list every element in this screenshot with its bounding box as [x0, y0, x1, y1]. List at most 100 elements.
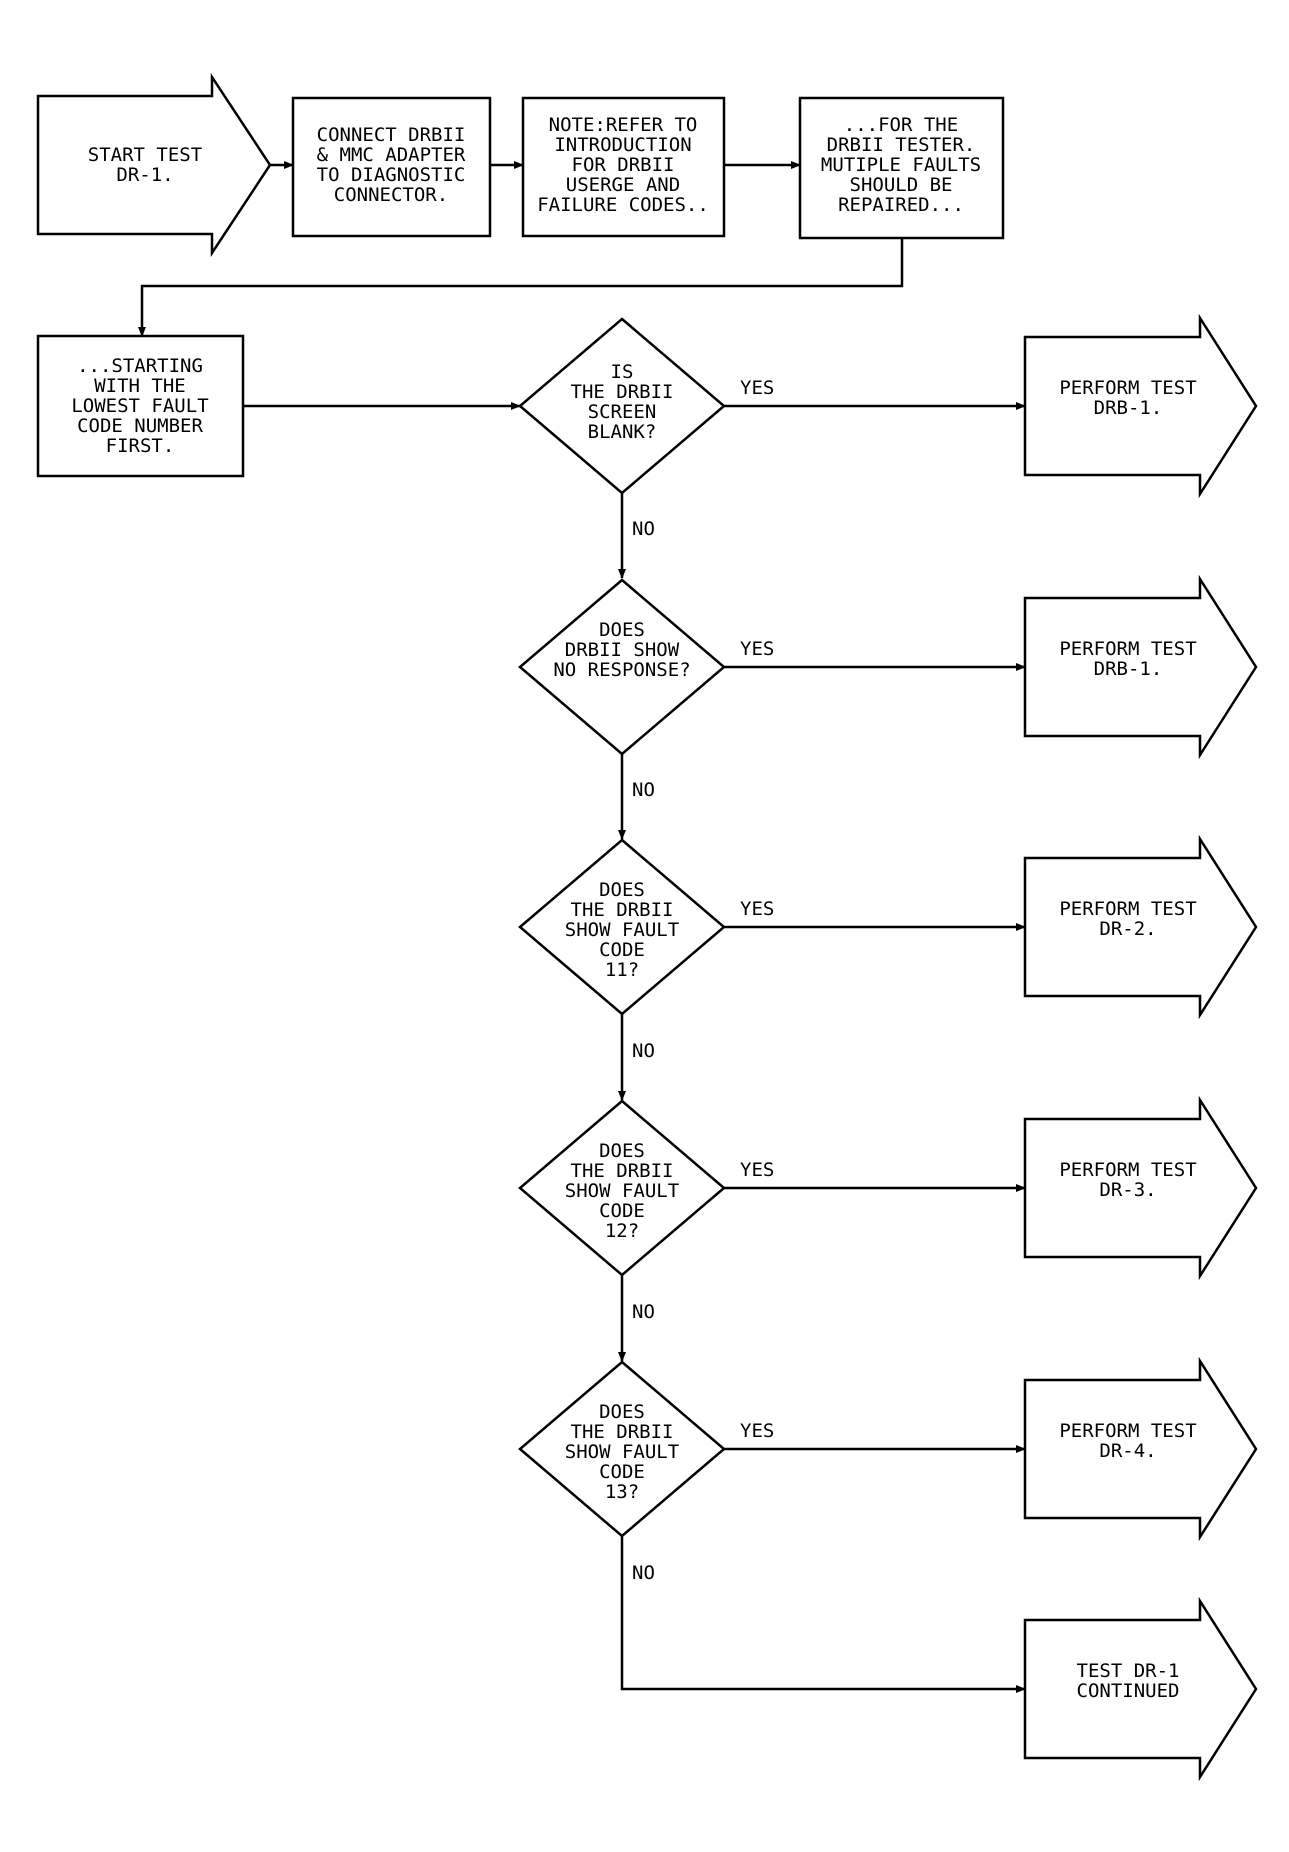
yes-label-q2: YES — [740, 638, 774, 660]
text-line: & MMC ADAPTER — [317, 144, 466, 166]
forthe-box — [798, 96, 1005, 240]
text-line: LOWEST FAULT — [71, 395, 208, 417]
text-line: DR-4. — [1099, 1440, 1156, 1462]
text-line: SHOW FAULT — [565, 1180, 679, 1202]
text-line: THE DRBII — [571, 1160, 674, 1182]
no-label-q1: NO — [632, 518, 655, 540]
text-line: DRB-1. — [1094, 658, 1163, 680]
text-line: DR-1. — [116, 164, 173, 186]
decision-q1-diamond — [518, 317, 726, 495]
text-line: PERFORM TEST — [1059, 1420, 1196, 1442]
text-line: DOES — [599, 1401, 645, 1423]
yes-label-q5: YES — [740, 1420, 774, 1442]
text-line: 13? — [605, 1481, 639, 1503]
no-label-q3: NO — [632, 1040, 655, 1062]
no-label-q5: NO — [632, 1562, 655, 1584]
text-line: PERFORM TEST — [1059, 377, 1196, 399]
text-line: DRBII SHOW — [565, 639, 680, 661]
yes-label-q3: YES — [740, 898, 774, 920]
edge-q5-no — [620, 1536, 1026, 1693]
text-line: PERFORM TEST — [1059, 898, 1196, 920]
text-line: CODE — [599, 939, 645, 961]
no-label-q4: NO — [632, 1301, 655, 1323]
text-line: SCREEN — [588, 401, 657, 423]
no-label-q2: NO — [632, 779, 655, 801]
text-line: THE DRBII — [571, 381, 674, 403]
text-line: IS — [611, 361, 634, 383]
text-line: WITH THE — [94, 375, 186, 397]
text-line: ...STARTING — [77, 355, 203, 377]
text-line: SHOW FAULT — [565, 1441, 679, 1463]
text-line: SHOULD BE — [850, 174, 953, 196]
text-line: DOES — [599, 619, 645, 641]
text-line: CODE NUMBER — [77, 415, 203, 437]
text-line: START TEST — [88, 144, 202, 166]
text-line: DOES — [599, 1140, 645, 1162]
result-r5-arrow — [1023, 1356, 1258, 1542]
text-line: FOR DRBII — [572, 154, 675, 176]
text-line: 11? — [605, 959, 639, 981]
text-line: CONNECTOR. — [334, 184, 448, 206]
note-box — [521, 96, 726, 238]
text-line: TEST DR-1 — [1077, 1660, 1180, 1682]
decision-q3-diamond — [518, 838, 726, 1016]
text-line: DR-3. — [1099, 1179, 1156, 1201]
decision-q4-diamond — [518, 1099, 726, 1277]
text-line: PERFORM TEST — [1059, 638, 1196, 660]
text-line: DR-2. — [1099, 918, 1156, 940]
text-line: NO RESPONSE? — [553, 659, 690, 681]
text-line: CODE — [599, 1200, 645, 1222]
text-line: DRBII TESTER. — [827, 134, 976, 156]
text-line: THE DRBII — [571, 899, 674, 921]
text-line: MUTIPLE FAULTS — [821, 154, 981, 176]
text-line: FIRST. — [106, 435, 175, 457]
decision-q5-diamond — [518, 1360, 726, 1538]
text-line: CODE — [599, 1461, 645, 1483]
yes-label-q4: YES — [740, 1159, 774, 1181]
result-r1-arrow — [1023, 313, 1258, 499]
text-line: TO DIAGNOSTIC — [317, 164, 466, 186]
text-line: SHOW FAULT — [565, 919, 679, 941]
text-line: BLANK? — [588, 421, 657, 443]
edge-forthe-starting — [138, 238, 904, 337]
text-line: 12? — [605, 1220, 639, 1242]
yes-label-q1: YES — [740, 377, 774, 399]
text-line: DOES — [599, 879, 645, 901]
text-line: REPAIRED... — [838, 194, 964, 216]
text-line: NOTE:REFER TO — [549, 114, 698, 136]
connect-box — [291, 96, 492, 238]
continued-arrow — [1023, 1596, 1258, 1782]
text-line: CONNECT DRBII — [317, 124, 466, 146]
connectors — [138, 161, 1026, 1693]
result-r4-arrow — [1023, 1095, 1258, 1281]
text-line: USERGE AND — [566, 174, 680, 196]
result-r2-arrow — [1023, 574, 1258, 760]
text-line: INTRODUCTION — [554, 134, 691, 156]
text-line: ...FOR THE — [844, 114, 958, 136]
text-line: THE DRBII — [571, 1421, 674, 1443]
result-r3-arrow — [1023, 834, 1258, 1020]
decision-q2-diamond — [518, 578, 726, 756]
text-line: CONTINUED — [1077, 1680, 1180, 1702]
text-line: DRB-1. — [1094, 397, 1163, 419]
text-line: FAILURE CODES.. — [537, 194, 709, 216]
starting-box — [36, 334, 245, 478]
text-line: PERFORM TEST — [1059, 1159, 1196, 1181]
